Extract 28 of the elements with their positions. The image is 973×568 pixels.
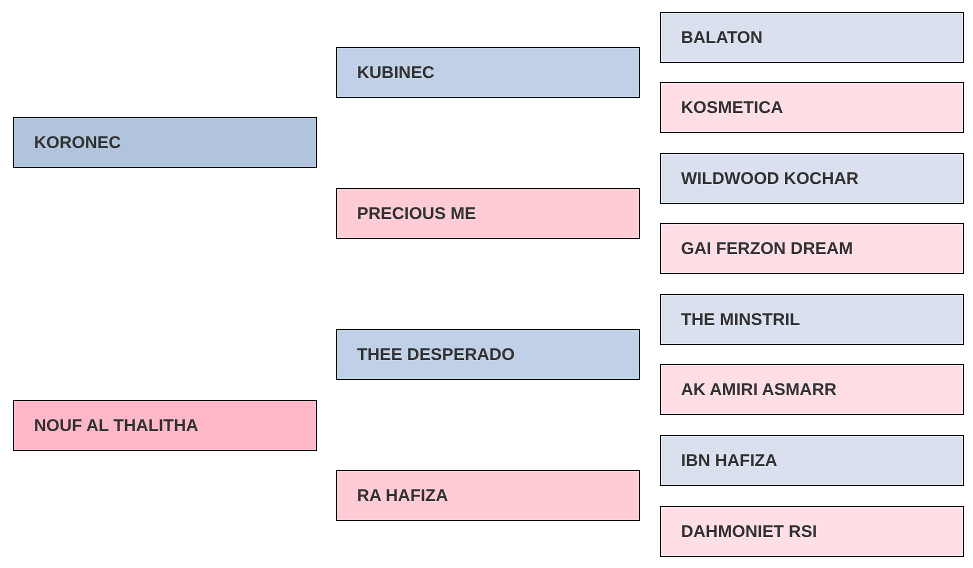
horse-name: WILDWOOD KOCHAR — [681, 168, 859, 188]
name-box — [336, 188, 640, 239]
horse-name: KOSMETICA — [681, 98, 783, 118]
horse-name: THE MINSTRIL — [681, 310, 800, 330]
horse-name: GAI FERZON DREAM — [681, 238, 853, 258]
horse-name: RA HAFIZA — [357, 486, 448, 506]
horse-name: IBN HAFIZA — [681, 450, 778, 470]
horse-name: AK AMIRI ASMARR — [681, 380, 837, 400]
horse-name: THEE DESPERADO — [357, 344, 515, 364]
name-box — [660, 153, 964, 204]
horse-name: NOUF AL THALITHA — [34, 416, 198, 436]
name-box — [660, 435, 964, 486]
name-box — [660, 12, 964, 63]
name-box — [660, 82, 964, 133]
horse-name: DAHMONIET RSI — [681, 522, 817, 542]
name-box — [336, 329, 640, 380]
horse-name: PRECIOUS ME — [357, 204, 476, 224]
name-box — [660, 506, 964, 557]
horse-name: KUBINEC — [357, 62, 434, 82]
name-box — [660, 294, 964, 345]
name-box — [13, 117, 317, 168]
name-box — [660, 223, 964, 274]
name-box — [336, 47, 640, 98]
horse-name: KORONEC — [34, 132, 121, 152]
name-box — [13, 400, 317, 451]
name-box — [336, 470, 640, 521]
name-box — [660, 364, 964, 415]
horse-name: BALATON — [681, 28, 763, 48]
